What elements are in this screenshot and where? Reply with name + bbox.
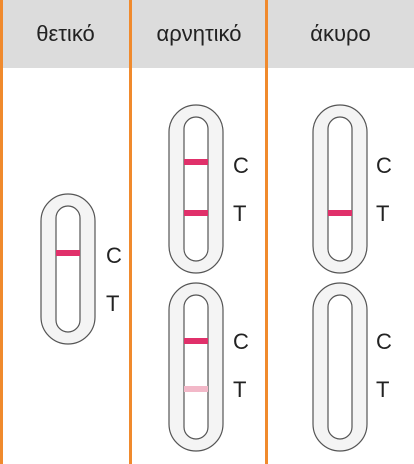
test-line-faint (184, 386, 208, 392)
column-divider-1 (129, 0, 132, 464)
column-title-negative: αρνητικό (156, 21, 242, 46)
test-cassette-positive-1 (40, 193, 96, 345)
test-cassette-invalid-1 (312, 104, 368, 274)
control-label: C (376, 329, 392, 354)
control-line (184, 159, 208, 165)
control-label: C (233, 329, 249, 354)
test-line (328, 210, 352, 216)
column-divider-left (0, 0, 3, 464)
control-line (184, 338, 208, 344)
test-line (184, 210, 208, 216)
control-label: C (106, 243, 122, 268)
test-label: T (233, 201, 247, 226)
column-divider-2 (265, 0, 268, 464)
column-title-invalid: άκυρο (310, 21, 371, 46)
control-label: C (233, 153, 249, 178)
test-label: T (106, 291, 120, 316)
control-line (56, 250, 80, 256)
test-cassette-invalid-2 (312, 282, 368, 452)
column-title-positive: θετικό (36, 21, 95, 46)
test-label: T (376, 201, 390, 226)
test-cassette-negative-2 (168, 282, 224, 452)
test-cassette-negative-1 (168, 104, 224, 274)
header-bar (0, 0, 414, 68)
test-label: T (233, 377, 247, 402)
control-label: C (376, 153, 392, 178)
test-label: T (376, 377, 390, 402)
